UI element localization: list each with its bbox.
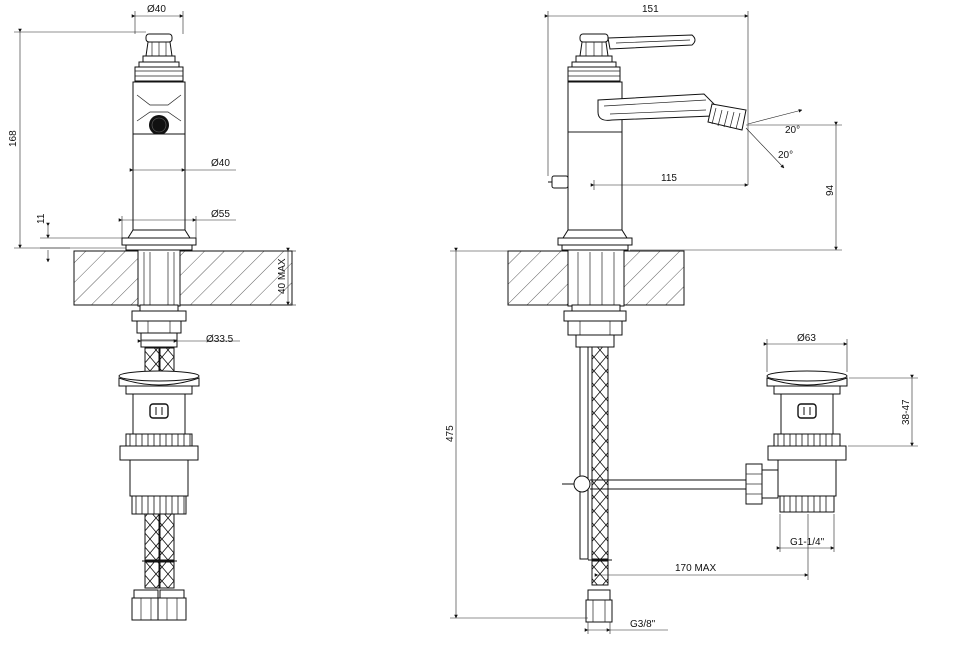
- spray-angle-up-label: 20°: [785, 125, 800, 136]
- front-base-diameter-label: Ø55: [211, 209, 230, 220]
- front-body-lower: [132, 133, 186, 231]
- waste-diameter-label: Ø63: [797, 333, 816, 344]
- front-dimension-lines: [14, 11, 296, 343]
- front-waste: [118, 370, 200, 515]
- side-width-label: 151: [642, 4, 659, 15]
- front-top-diameter-label: Ø40: [147, 4, 166, 15]
- spray-angle-down-label: 20°: [778, 150, 793, 161]
- side-lever-handle: [567, 33, 696, 82]
- spout-height-label: 94: [825, 184, 836, 196]
- side-view: 151 115 20° 20° 94 475 Ø63 38-47 G1-1/4"…: [445, 4, 918, 634]
- supply-thread-label: G3/8": [630, 619, 656, 630]
- overall-length-label: 475: [445, 425, 456, 442]
- side-dimension-lines: [450, 11, 918, 634]
- side-waste: [745, 370, 848, 513]
- waste-height-label: 38-47: [901, 399, 912, 425]
- shank-diameter-label: Ø33.5: [206, 334, 234, 345]
- deck-thickness-label: 40 MAX: [277, 258, 288, 294]
- front-base-height-label: 11: [36, 213, 47, 224]
- front-body-diameter-label: Ø40: [211, 158, 230, 169]
- front-view: Ø40 168 Ø40 Ø55 11 40 MAX Ø33.5: [8, 4, 296, 621]
- waste-thread-label: G1-1/4": [790, 537, 825, 548]
- front-deck: [73, 250, 293, 306]
- front-height-label: 168: [8, 130, 19, 147]
- rod-reach-label: 170 MAX: [675, 563, 716, 574]
- side-spout: [597, 93, 747, 131]
- front-handle-knob: [134, 33, 184, 82]
- spout-reach-label: 115: [661, 173, 677, 184]
- side-body-lower: [567, 131, 623, 231]
